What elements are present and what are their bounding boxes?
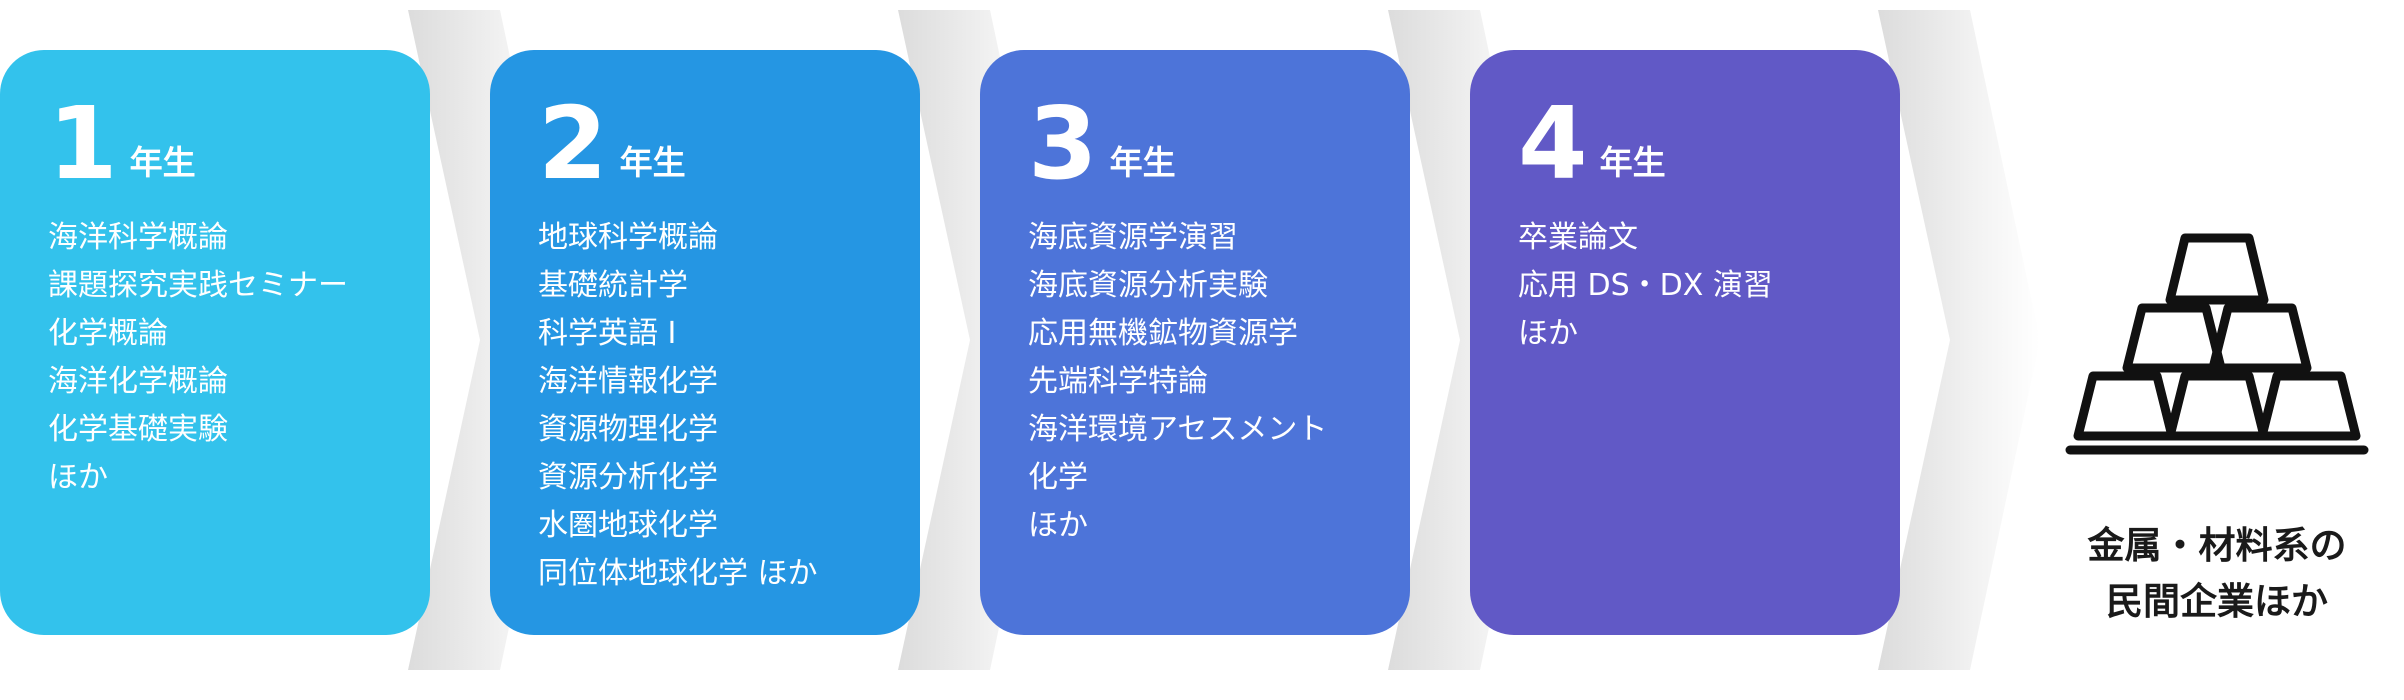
career-goal-line: 民間企業ほか — [2106, 580, 2328, 623]
course-item: ほか — [48, 460, 108, 495]
course-item: 先端科学特論 — [1028, 364, 1208, 399]
course-item: 資源分析化学 — [538, 460, 718, 495]
course-item: 同位体地球化学 ほか — [538, 556, 818, 591]
course-item: 水圏地球化学 — [538, 508, 718, 543]
year-number: 2 — [538, 85, 608, 202]
course-item: 海底資源学演習 — [1028, 220, 1238, 255]
career-goal-label: 金属・材料系の 民間企業ほか — [2030, 518, 2404, 630]
year-suffix: 年生 — [619, 143, 686, 182]
year-card-3: 3 年生 海底資源学演習 海底資源分析実験 応用無機鉱物資源学 先端科学特論 海… — [980, 50, 1410, 635]
course-item: ほか — [1518, 316, 1578, 351]
course-list: 卒業論文 応用 DS・DX 演習 ほか — [1518, 214, 1900, 358]
course-item: 応用無機鉱物資源学 — [1028, 316, 1298, 351]
course-item: 課題探究実践セミナー — [48, 268, 348, 303]
course-item: 海底資源分析実験 — [1028, 268, 1268, 303]
year-card-1: 1 年生 海洋科学概論 課題探究実践セミナー 化学概論 海洋化学概論 化学基礎実… — [0, 50, 430, 635]
year-number: 4 — [1518, 85, 1588, 202]
flow-arrow-4 — [1878, 10, 2040, 670]
year-number: 1 — [48, 85, 118, 202]
course-item: 応用 DS・DX 演習 — [1518, 268, 1773, 303]
year-card-4: 4 年生 卒業論文 応用 DS・DX 演習 ほか — [1470, 50, 1900, 635]
course-item: 卒業論文 — [1518, 220, 1638, 255]
career-goal: 金属・材料系の 民間企業ほか — [2030, 228, 2404, 668]
year-number: 3 — [1028, 85, 1098, 202]
career-goal-line: 金属・材料系の — [2087, 524, 2347, 567]
course-item: 資源物理化学 — [538, 412, 718, 447]
year-card-2: 2 年生 地球科学概論 基礎統計学 科学英語 I 海洋情報化学 資源物理化学 資… — [490, 50, 920, 635]
course-list: 海底資源学演習 海底資源分析実験 応用無機鉱物資源学 先端科学特論 海洋環境アセ… — [1028, 214, 1410, 550]
course-list: 地球科学概論 基礎統計学 科学英語 I 海洋情報化学 資源物理化学 資源分析化学… — [538, 214, 920, 598]
course-item: 海洋情報化学 — [538, 364, 718, 399]
course-item: 基礎統計学 — [538, 268, 688, 303]
gold-bars-icon — [2065, 233, 2369, 455]
year-suffix: 年生 — [129, 143, 196, 182]
course-item: 地球科学概論 — [538, 220, 718, 255]
course-item: 海洋環境アセスメント — [1028, 412, 1328, 447]
course-item: 化学 — [1028, 460, 1088, 495]
course-item: 化学概論 — [48, 316, 168, 351]
year-suffix: 年生 — [1109, 143, 1176, 182]
course-item: 化学基礎実験 — [48, 412, 228, 447]
course-item: 海洋化学概論 — [48, 364, 228, 399]
course-item: 海洋科学概論 — [48, 220, 228, 255]
course-item: ほか — [1028, 508, 1088, 543]
course-item: 科学英語 I — [538, 316, 677, 351]
course-list: 海洋科学概論 課題探究実践セミナー 化学概論 海洋化学概論 化学基礎実験 ほか — [48, 214, 430, 502]
year-suffix: 年生 — [1599, 143, 1666, 182]
